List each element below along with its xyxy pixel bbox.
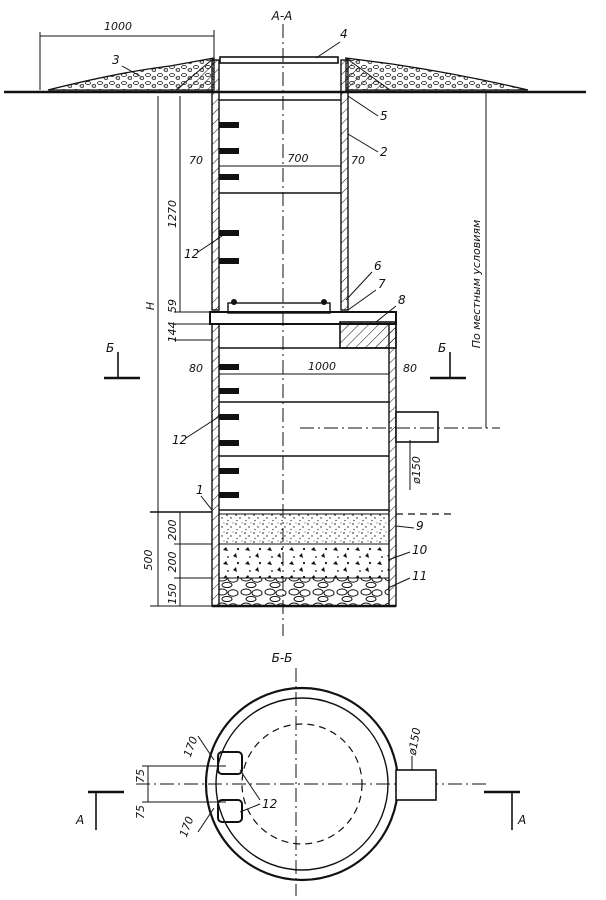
chamber-steps: [219, 364, 239, 498]
dim-150-bottom: 150: [166, 584, 179, 605]
leader-3: [121, 65, 141, 77]
leader-6: [345, 271, 373, 301]
dim-1270: 1270: [166, 200, 179, 228]
callout-6: 6: [374, 259, 382, 273]
hatch-lid: [219, 56, 339, 64]
dim-59: 59: [166, 299, 179, 313]
leader-11: [387, 577, 411, 589]
callout-12-plan: 12: [262, 797, 277, 811]
plan-dim-line-170-bottom: [197, 807, 215, 833]
callout-2: 2: [380, 145, 388, 159]
dim-70-left: 70: [189, 154, 203, 167]
plan-dim-170-bottom: 170: [177, 815, 196, 839]
neck-wall-right: [340, 59, 349, 311]
callout-10: 10: [412, 543, 428, 557]
dim-1000-mid: 1000: [308, 360, 336, 373]
bolt-plate: [227, 302, 331, 314]
dim-80-right: 80: [403, 362, 417, 375]
leader-10: [387, 551, 411, 561]
neck-wall-left: [211, 59, 220, 311]
dim-h: Н: [144, 302, 157, 310]
section-mark-a-left: А: [75, 813, 84, 827]
leader-2: [347, 133, 379, 153]
dim-150-pipe: ø150: [410, 456, 423, 485]
plan-dim-170-top: 170: [181, 735, 200, 759]
leader-4: [315, 41, 341, 59]
neck-steps: [219, 122, 239, 264]
bolt-left: [231, 299, 237, 305]
earth-mound-right: [345, 57, 529, 91]
callout-1: 1: [196, 483, 204, 497]
callout-3: 3: [112, 53, 120, 67]
callout-11: 11: [412, 569, 427, 583]
dim-70-right: 70: [351, 154, 365, 167]
section-mark-b-left: Б: [106, 341, 114, 355]
plan-inner-ring: [215, 697, 389, 871]
leader-12-plan-a: [239, 769, 261, 801]
plan-step-upper: [217, 751, 243, 775]
section-a-title: А-А: [271, 9, 293, 23]
callout-12-lower: 12: [172, 433, 187, 447]
chamber-wall-right: [388, 323, 397, 607]
leader-12-upper: [197, 235, 223, 253]
plan-dim-75-b: 75: [134, 805, 147, 819]
leader-12-lower: [185, 415, 221, 439]
dim-500: 500: [142, 550, 155, 571]
leader-8: [375, 305, 397, 323]
section-b-title: Б-Б: [272, 651, 293, 665]
plan-neck-ring: [241, 723, 363, 845]
callout-7: 7: [378, 277, 386, 291]
bolt-right: [321, 299, 327, 305]
plan-dim-line-170-top: [197, 735, 215, 761]
plan-dim-150: ø150: [406, 727, 424, 758]
dim-144: 144: [166, 322, 179, 343]
callout-5: 5: [380, 109, 388, 123]
leader-9: [395, 525, 415, 529]
slab-end-block: [339, 321, 397, 349]
callout-12-upper: 12: [184, 247, 199, 261]
leader-7: [347, 289, 377, 311]
plan-step-lower: [217, 799, 243, 823]
gravel-layer: [218, 543, 390, 579]
callout-8: 8: [398, 293, 406, 307]
dim-700: 700: [288, 152, 309, 165]
stone-layer: [218, 577, 390, 607]
support-slab: [209, 311, 397, 325]
plan-pipe: [395, 769, 437, 801]
leader-1: [200, 495, 213, 511]
chamber-wall-left: [211, 323, 220, 607]
section-mark-a-right: А: [517, 813, 526, 827]
callout-4: 4: [340, 27, 348, 41]
dim-200-a: 200: [166, 520, 179, 541]
earth-mound: [47, 57, 215, 91]
local-conditions: По местным условиям: [470, 220, 483, 349]
dim-80-left: 80: [189, 362, 203, 375]
section-mark-b-right: Б: [438, 341, 446, 355]
inflow-pipe: [395, 411, 439, 443]
dim-1000-top: 1000: [104, 20, 132, 33]
callout-9: 9: [416, 519, 424, 533]
leader-5: [347, 95, 379, 117]
leader-12-plan-b: [239, 803, 261, 813]
sand-layer: [218, 513, 390, 545]
plan-dim-75-a: 75: [134, 769, 147, 783]
dim-200-b: 200: [166, 552, 179, 573]
